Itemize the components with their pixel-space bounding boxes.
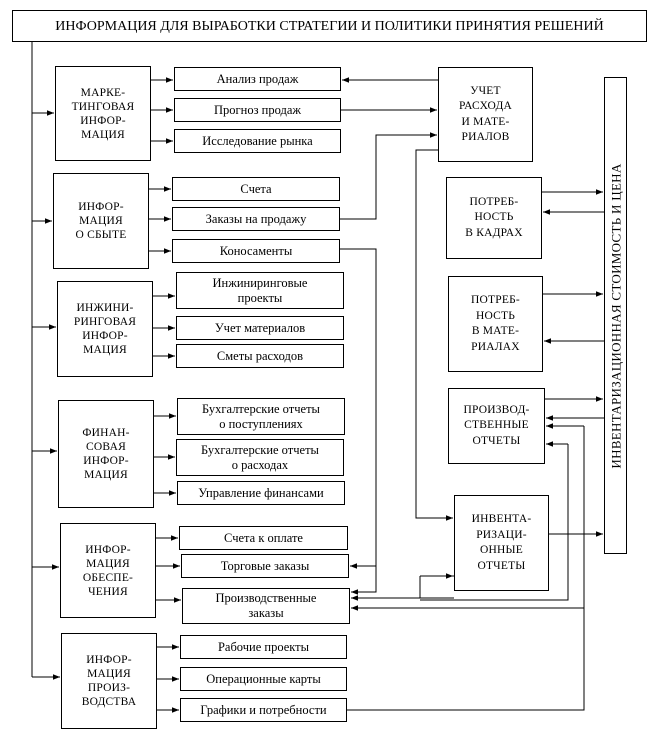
box-inventory-reports: ИНВЕНТА- РИЗАЦИ- ОННЫЕ ОТЧЕТЫ — [454, 495, 549, 591]
item-materials-accounting: Учет материалов — [176, 316, 344, 340]
item-operation-cards: Операционные карты — [180, 667, 347, 691]
box-materials-usage: УЧЕТ РАСХОДА И МАТЕ- РИАЛОВ — [438, 67, 533, 162]
inventory-value-price-label: ИНВЕНТАРИЗАЦИОННАЯ СТОИМОСТЬ И ЦЕНА — [608, 162, 623, 469]
group-production-info: ИНФОР- МАЦИЯ ПРОИЗ- ВОДСТВА — [61, 633, 157, 729]
item-invoices: Счета — [172, 177, 340, 201]
item-sales-analysis: Анализ продаж — [174, 67, 341, 91]
item-expenses-reports: Бухгалтерские отчеты о расходах — [176, 439, 344, 476]
item-schedules-needs: Графики и потребности — [180, 698, 347, 722]
group-supply-info: ИНФОР- МАЦИЯ ОБЕСПЕ- ЧЕНИЯ — [60, 523, 156, 618]
item-engineering-projects: Инжиниринговые проекты — [176, 272, 344, 309]
group-engineering-info: ИНЖИНИ- РИНГОВАЯ ИНФОР- МАЦИЯ — [57, 281, 153, 377]
item-bills-of-lading: Коносаменты — [172, 239, 340, 263]
item-finance-management: Управление финансами — [177, 481, 345, 505]
item-cost-estimates: Сметы расходов — [176, 344, 344, 368]
box-inventory-value-price: ИНВЕНТАРИЗАЦИОННАЯ СТОИМОСТЬ И ЦЕНА — [604, 77, 627, 554]
item-market-research: Исследование рынка — [174, 129, 341, 153]
item-trade-orders: Торговые заказы — [181, 554, 349, 578]
item-working-projects: Рабочие проекты — [180, 635, 347, 659]
item-sales-orders: Заказы на продажу — [172, 207, 340, 231]
item-receipts-reports: Бухгалтерские отчеты о поступлениях — [177, 398, 345, 435]
group-sales-info: ИНФОР- МАЦИЯ О СБЫТЕ — [53, 173, 149, 269]
box-production-reports: ПРОИЗВОД- СТВЕННЫЕ ОТЧЕТЫ — [448, 388, 545, 464]
item-sales-forecast: Прогноз продаж — [174, 98, 341, 122]
item-production-orders: Производственные заказы — [182, 588, 350, 624]
group-finance-info: ФИНАН- СОВАЯ ИНФОР- МАЦИЯ — [58, 400, 154, 508]
box-materials-needs: ПОТРЕБ- НОСТЬ В МАТЕ- РИАЛАХ — [448, 276, 543, 372]
group-marketing-info: МАРКЕ- ТИНГОВАЯ ИНФОР- МАЦИЯ — [55, 66, 151, 161]
box-staff-needs: ПОТРЕБ- НОСТЬ В КАДРАХ — [446, 177, 542, 259]
item-payable-invoices: Счета к оплате — [179, 526, 348, 550]
diagram-title: ИНФОРМАЦИЯ ДЛЯ ВЫРАБОТКИ СТРАТЕГИИ И ПОЛ… — [12, 10, 647, 42]
